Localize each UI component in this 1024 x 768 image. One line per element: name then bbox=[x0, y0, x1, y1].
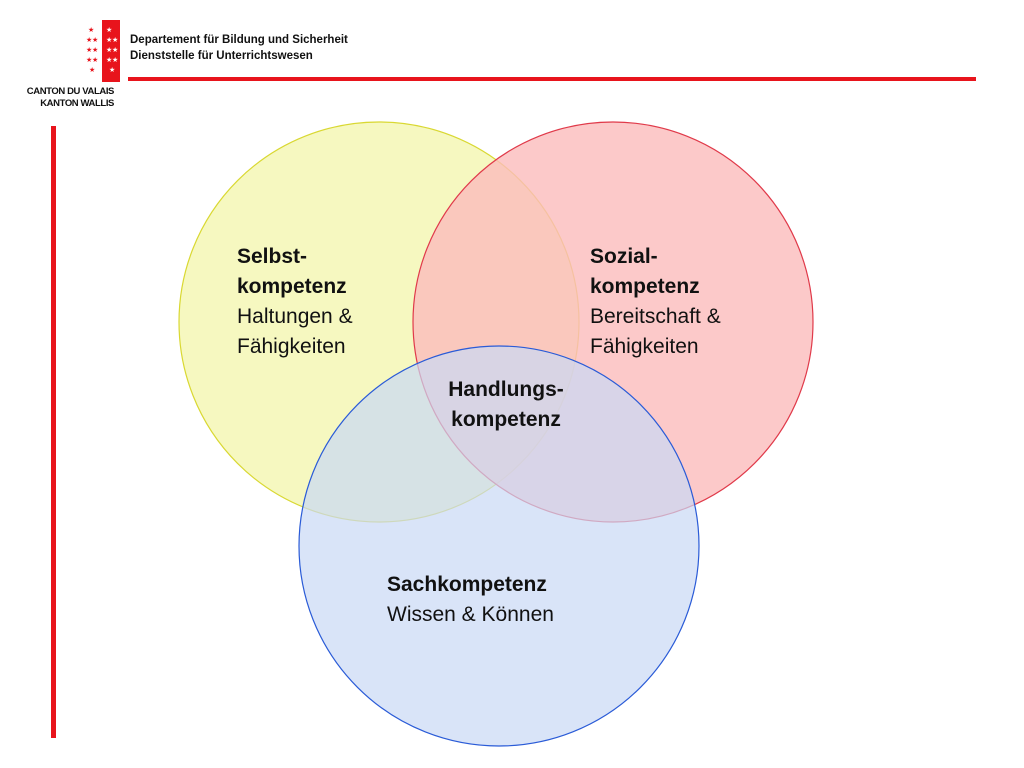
self-title-2: kompetenz bbox=[237, 275, 347, 298]
department-name: Departement für Bildung und Sicherheit bbox=[130, 34, 348, 46]
label-subject: Sachkompetenz Wissen & Können bbox=[387, 570, 554, 630]
label-center: Handlungs- kompetenz bbox=[420, 375, 592, 435]
svg-text:★: ★ bbox=[106, 26, 112, 34]
svg-text:★: ★ bbox=[109, 66, 115, 74]
department-header: Departement für Bildung und Sicherheit D… bbox=[130, 32, 348, 64]
svg-text:★: ★ bbox=[88, 26, 94, 34]
social-title-1: Sozial- bbox=[590, 245, 658, 268]
label-self: Selbst- kompetenz Haltungen & Fähigkeite… bbox=[237, 242, 353, 362]
svg-text:★: ★ bbox=[92, 56, 98, 64]
social-desc-2: Fähigkeiten bbox=[590, 335, 699, 358]
subject-desc: Wissen & Können bbox=[387, 603, 554, 626]
label-social: Sozial- kompetenz Bereitschaft & Fähigke… bbox=[590, 242, 721, 362]
svg-text:★: ★ bbox=[106, 56, 112, 64]
center-line-2: kompetenz bbox=[451, 408, 561, 431]
subject-title: Sachkompetenz bbox=[387, 573, 547, 596]
logo-line-2: KANTON WALLIS bbox=[40, 98, 114, 109]
svg-text:★: ★ bbox=[112, 56, 118, 64]
svg-text:★: ★ bbox=[106, 46, 112, 54]
self-title-1: Selbst- bbox=[237, 245, 308, 268]
svg-text:★: ★ bbox=[112, 36, 118, 44]
svg-text:★: ★ bbox=[106, 36, 112, 44]
self-desc-1: Haltungen & bbox=[237, 305, 353, 328]
social-desc-1: Bereitschaft & bbox=[590, 305, 721, 328]
social-title-2: kompetenz bbox=[590, 275, 700, 298]
svg-text:★: ★ bbox=[89, 66, 95, 74]
service-name: Dienststelle für Unterrichtswesen bbox=[130, 50, 313, 62]
header-rule bbox=[128, 77, 976, 81]
side-rule bbox=[51, 126, 56, 738]
svg-text:★: ★ bbox=[92, 36, 98, 44]
canton-logo-text: CANTON DU VALAIS KANTON WALLIS bbox=[14, 86, 115, 110]
svg-text:★: ★ bbox=[86, 46, 92, 54]
center-line-1: Handlungs- bbox=[448, 378, 564, 401]
svg-text:★: ★ bbox=[112, 46, 118, 54]
svg-text:★: ★ bbox=[92, 46, 98, 54]
self-desc-2: Fähigkeiten bbox=[237, 335, 346, 358]
circle-subject bbox=[298, 345, 700, 747]
logo-line-1: CANTON DU VALAIS bbox=[26, 86, 115, 97]
canton-flag-icon: ★ ★ ★ ★ ★ ★ ★ ★ ★ ★ ★ ★ ★ ★ ★ ★ bbox=[84, 20, 120, 82]
svg-text:★: ★ bbox=[86, 56, 92, 64]
svg-text:★: ★ bbox=[86, 36, 92, 44]
